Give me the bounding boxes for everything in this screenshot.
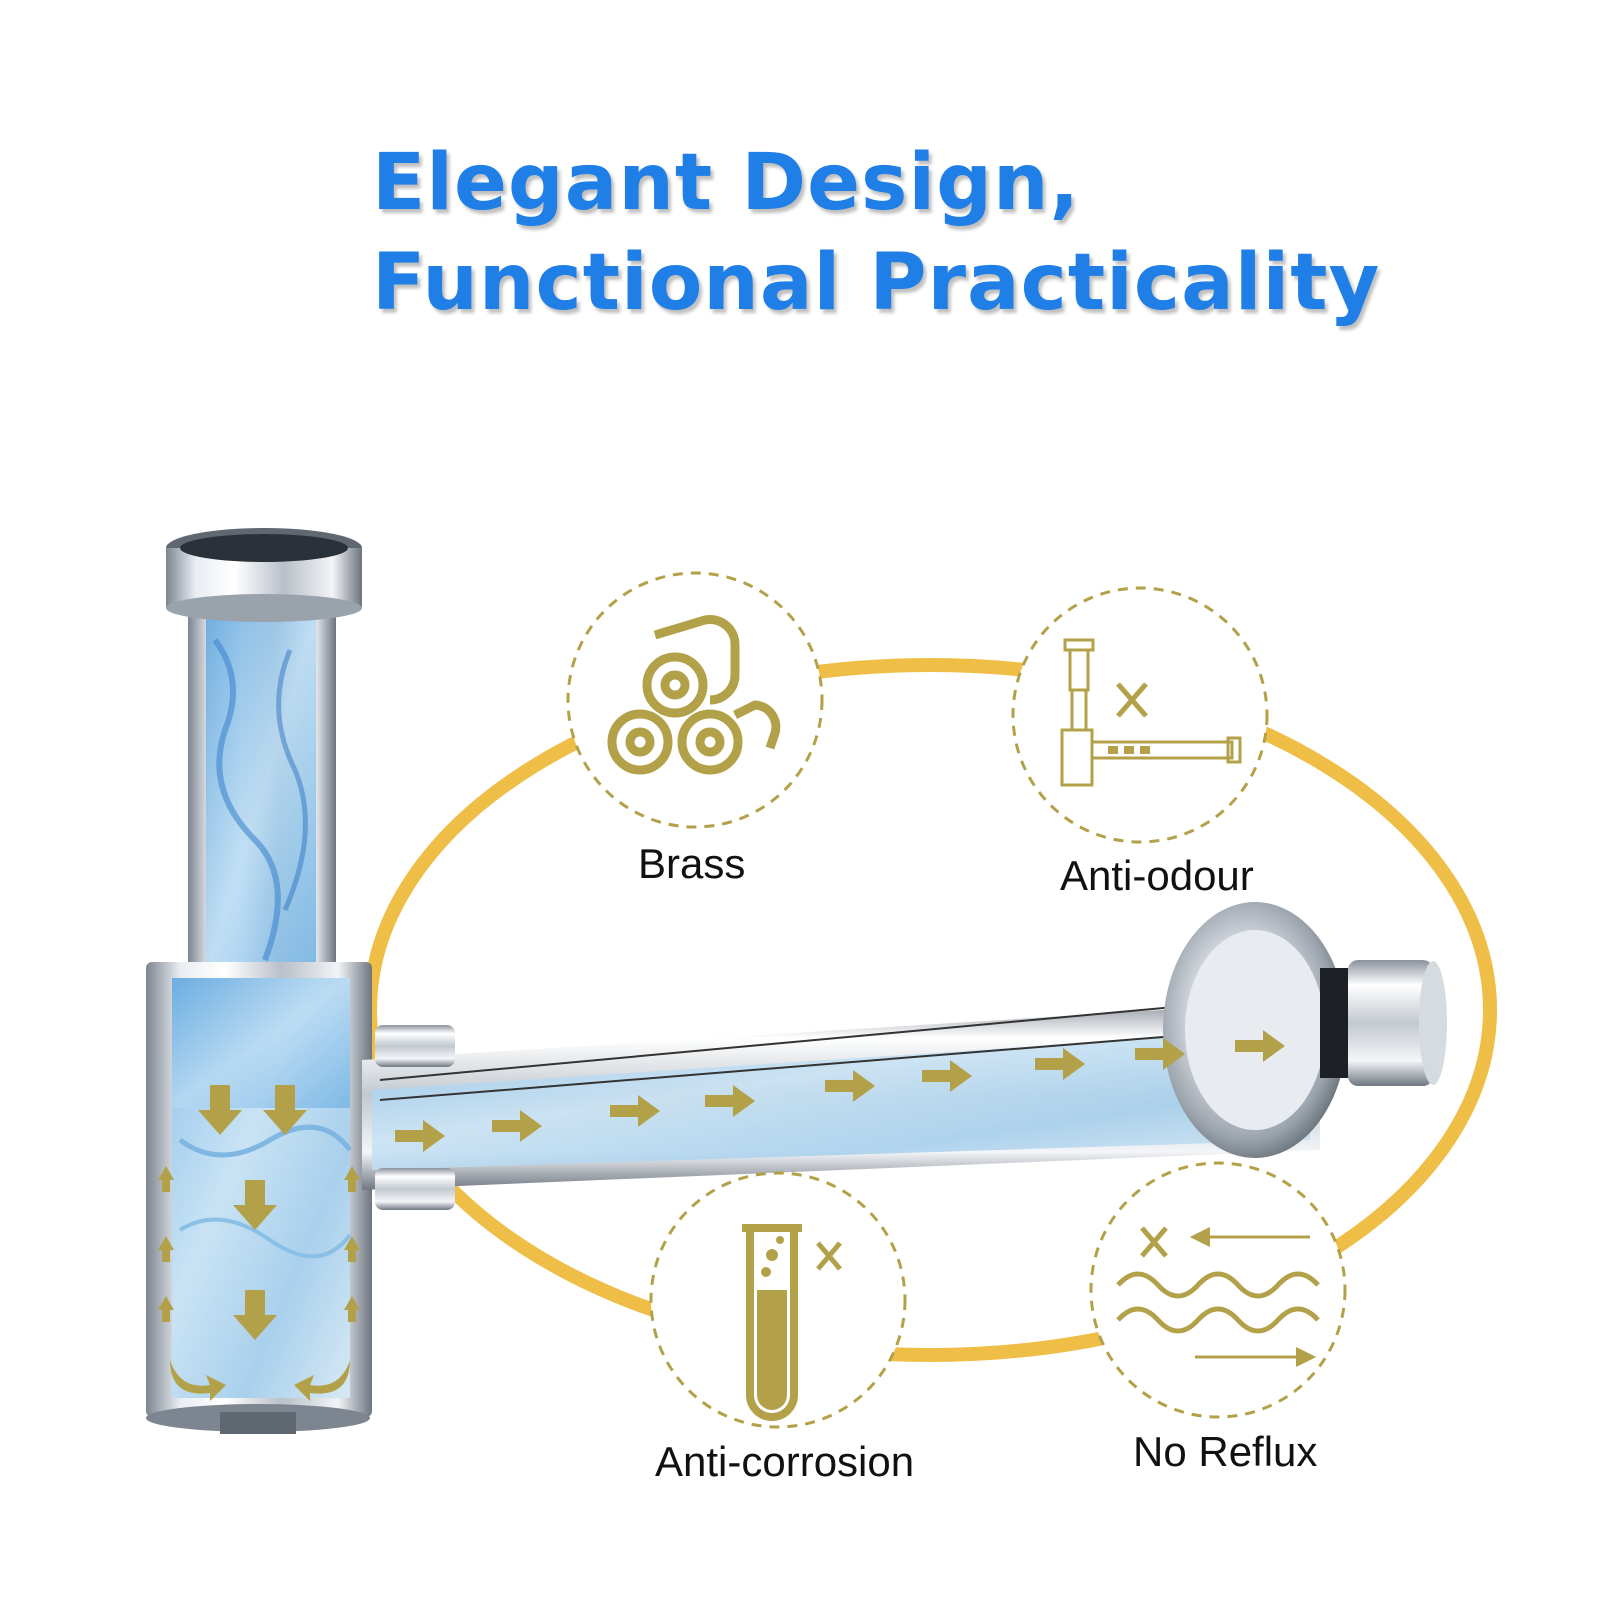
headline-line-2: Functional Practicality bbox=[372, 238, 1381, 328]
feature-anti-corrosion bbox=[649, 1171, 907, 1429]
feature-no-reflux bbox=[1089, 1161, 1347, 1419]
feature-label-brass: Brass bbox=[638, 840, 746, 887]
test-tube-icon bbox=[742, 1224, 842, 1421]
water-waves-icon bbox=[1116, 1226, 1320, 1367]
flow-arrows bbox=[158, 1085, 360, 1401]
feature-anti-odour bbox=[1011, 586, 1269, 844]
feature-label-anti-odour: Anti-odour bbox=[1060, 852, 1254, 899]
trap-anti-odour-icon bbox=[1060, 638, 1242, 787]
pipe-flow-arrows bbox=[395, 1030, 1285, 1152]
brass-rolls-icon bbox=[607, 615, 781, 775]
feature-label-anti-corrosion: Anti-corrosion bbox=[655, 1438, 915, 1485]
feature-label-no-reflux: No Reflux bbox=[1133, 1428, 1318, 1475]
wall-flange bbox=[1163, 902, 1447, 1158]
feature-brass bbox=[566, 571, 824, 829]
trap-vertical-tube bbox=[166, 528, 362, 980]
headline-line-1: Elegant Design, bbox=[372, 138, 1081, 228]
